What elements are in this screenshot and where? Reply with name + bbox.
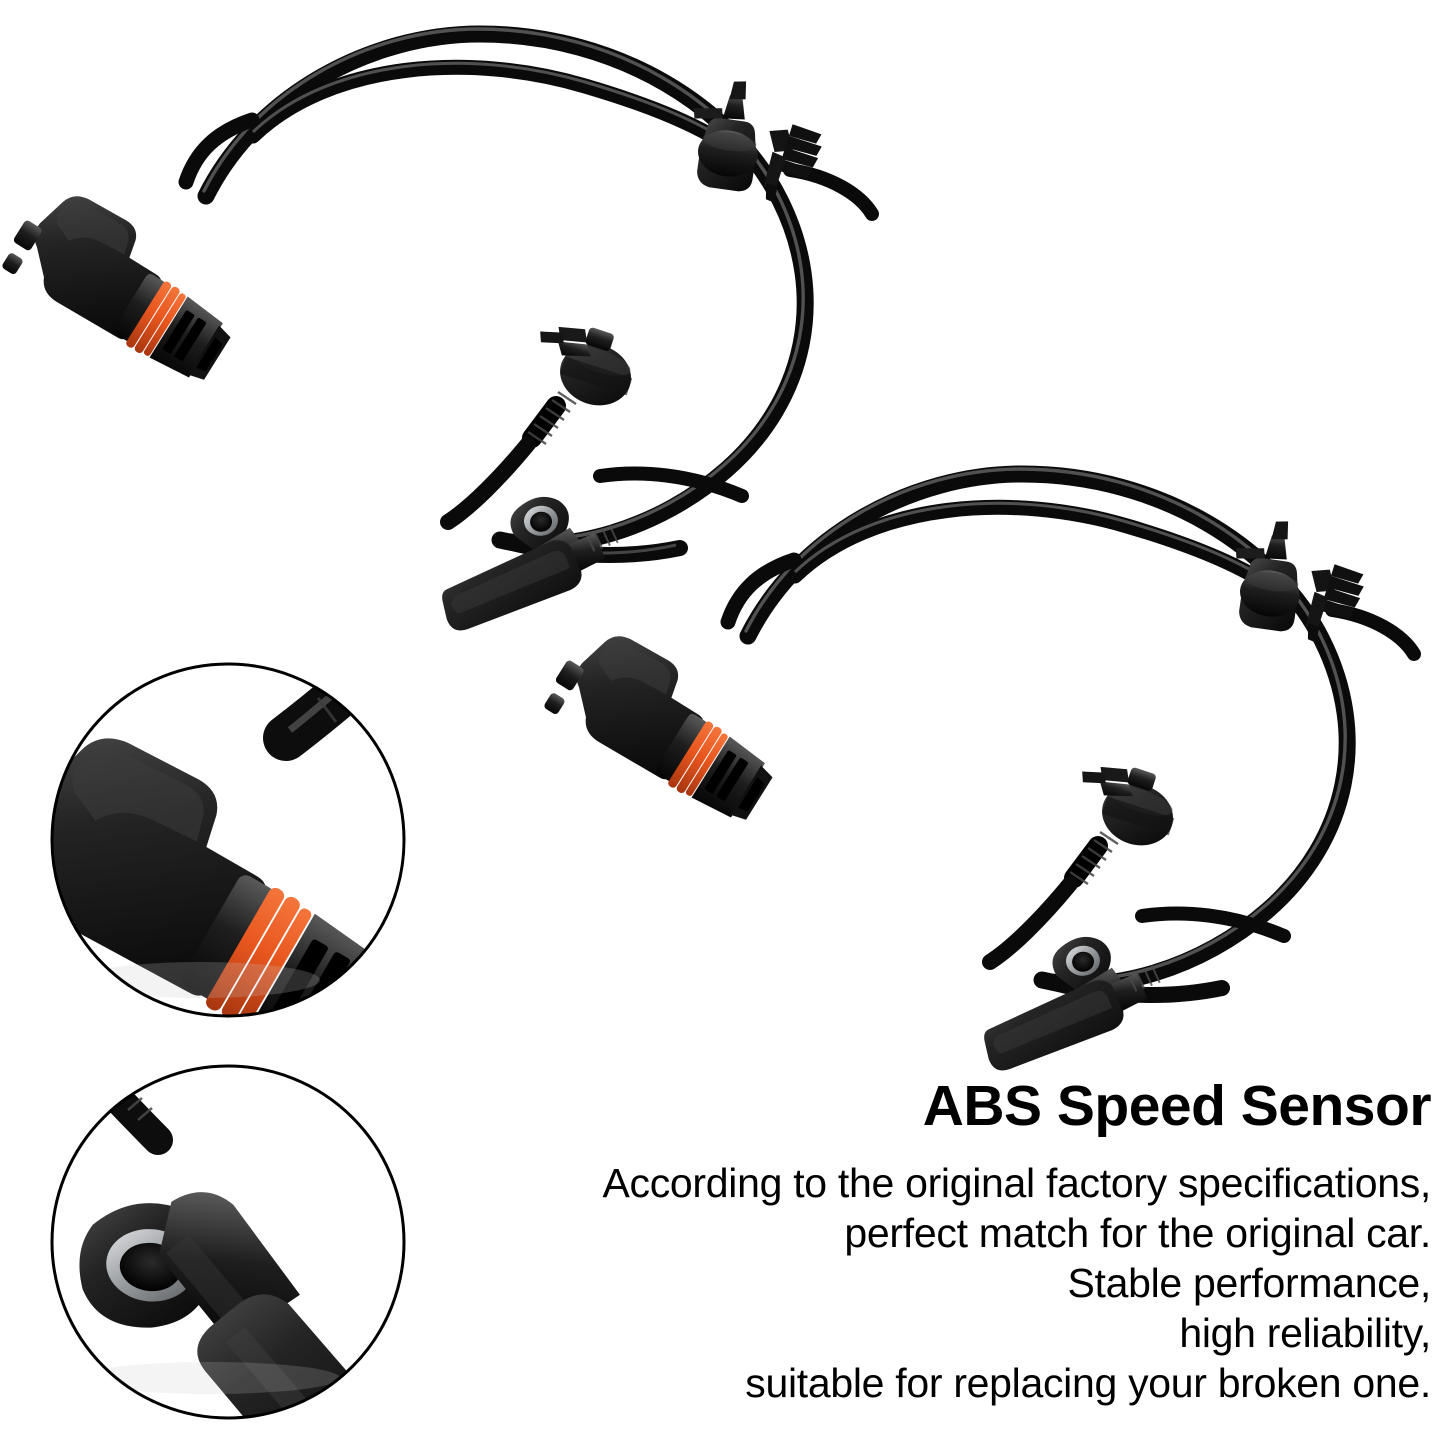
description-line-1: According to the original factory specif… (602, 1160, 1431, 1206)
description-line-4: high reliability, (1179, 1310, 1431, 1356)
description-line-5: suitable for replacing your broken one. (745, 1360, 1431, 1406)
sensor-assembly-lower (539, 465, 1421, 1071)
description-block: According to the original factory specif… (602, 1158, 1431, 1408)
sensor-head-upper (442, 496, 619, 631)
description-line-2: perfect match for the original car. (844, 1210, 1431, 1256)
cable-grommet-lower (1065, 752, 1186, 855)
page-title: ABS Speed Sensor (922, 1074, 1432, 1138)
cable-ribs-lower (1064, 831, 1119, 888)
connector-upper (0, 175, 254, 390)
sensor-assembly-upper (0, 25, 879, 631)
detail-callout-sensor-head (50, 1064, 406, 1420)
description-line-3: Stable performance, (1067, 1260, 1431, 1306)
cable-clip-upper (682, 74, 830, 208)
cable-clip-lower (1224, 514, 1372, 648)
cable-ribs-upper (522, 391, 577, 448)
detail-callout-connector (50, 662, 406, 1018)
cable-grommet-upper (523, 312, 644, 415)
connector-lower (539, 615, 796, 830)
sensor-head-lower (984, 936, 1161, 1071)
